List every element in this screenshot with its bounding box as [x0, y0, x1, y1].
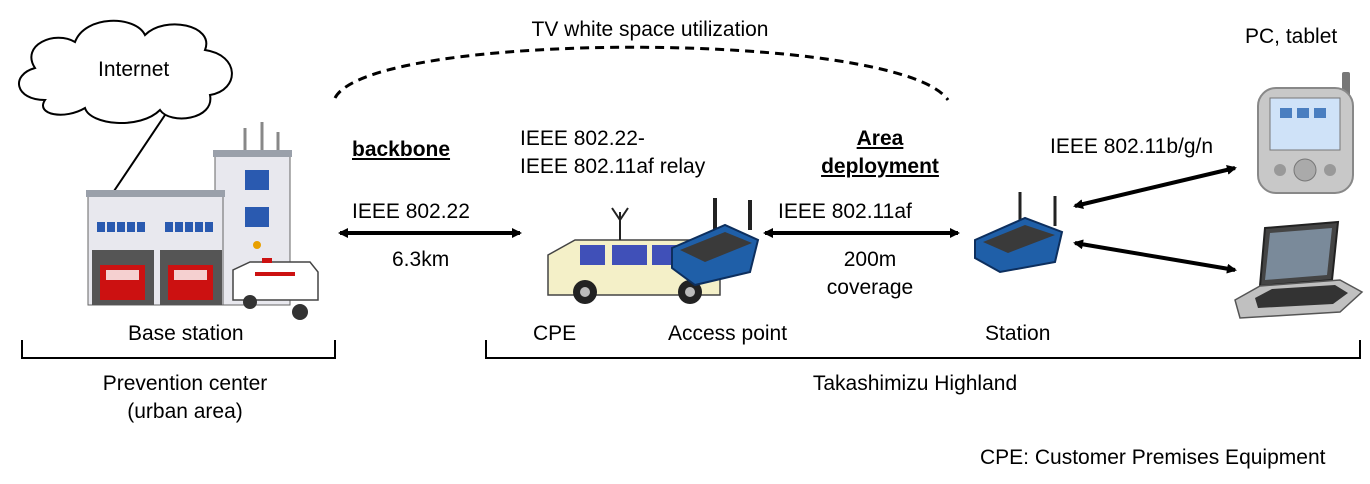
internet-cloud-icon — [18, 19, 233, 124]
internet-link-line — [109, 114, 166, 198]
station-label: Station — [985, 322, 1051, 345]
white-space-arc — [333, 45, 950, 101]
laptop-icon — [1234, 220, 1364, 319]
prevention-center-label-line2: (urban area) — [127, 400, 243, 423]
laptop-link-arrow — [1073, 239, 1237, 274]
diagram-title: TV white space utilization — [531, 18, 769, 41]
fire-station-icon — [86, 122, 292, 306]
access-point-router-icon — [671, 198, 760, 287]
tablet-link-arrow — [1073, 164, 1237, 210]
station-router-icon — [974, 192, 1064, 274]
cpe-label: CPE — [533, 322, 577, 345]
area-deployment-heading-line2: deployment — [821, 155, 939, 178]
coverage-line1: 200m — [843, 248, 897, 271]
base-station-label: Base station — [128, 322, 244, 345]
access-point-label: Access point — [668, 322, 788, 345]
prevention-center-label-line1: Prevention center — [102, 372, 268, 395]
backbone-distance: 6.3km — [392, 248, 450, 271]
area-deployment-heading-line1: Area — [856, 127, 904, 150]
prevention-center-bracket — [21, 340, 336, 359]
internet-label: Internet — [98, 58, 170, 81]
pc-tablet-label: PC, tablet — [1245, 25, 1338, 48]
highland-bracket — [485, 340, 1361, 359]
coverage-line2: coverage — [826, 276, 914, 299]
relay-standard-line1: IEEE 802.22- — [520, 127, 645, 150]
ambulance-icon — [232, 258, 319, 320]
backbone-standard: IEEE 802.22 — [352, 200, 470, 223]
relay-standard-line2: IEEE 802.11af relay — [520, 155, 706, 178]
client-standard: IEEE 802.11b/g/n — [1050, 135, 1214, 158]
highland-label: Takashimizu Highland — [812, 372, 1018, 395]
footnote: CPE: Customer Premises Equipment — [980, 446, 1326, 469]
tablet-icon — [1257, 72, 1354, 194]
area-deployment-standard: IEEE 802.11af — [778, 200, 912, 223]
backbone-heading: backbone — [352, 138, 451, 161]
